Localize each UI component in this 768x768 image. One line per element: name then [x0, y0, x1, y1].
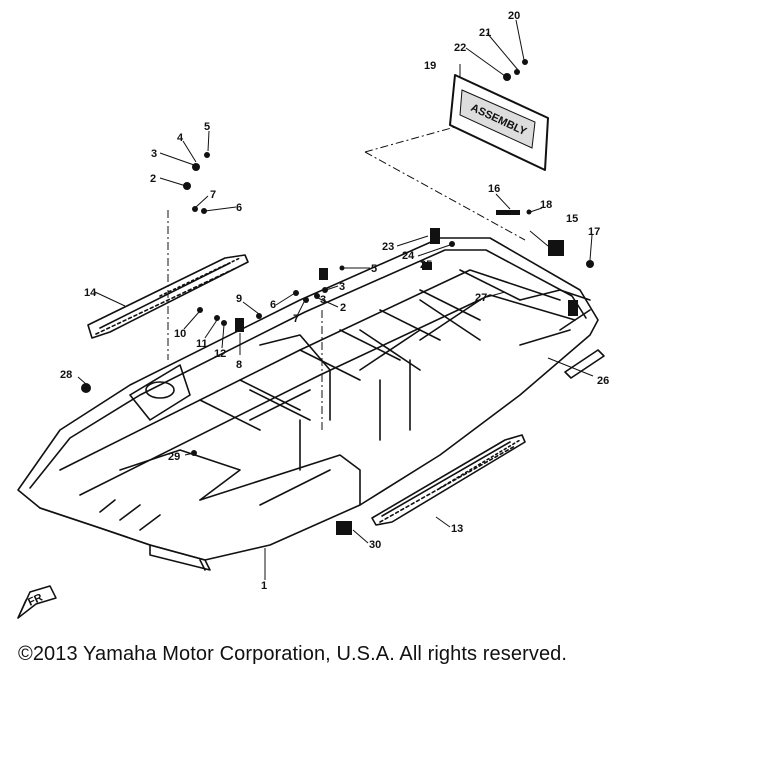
fasteners: [81, 59, 594, 535]
callout-23: 23: [382, 241, 394, 253]
rear-emblem-26: [564, 349, 605, 379]
callout-labels: 1 2 2 3 3 3 4 5 5 6 6 7 7 8 9 10 11 12 1…: [60, 10, 609, 592]
callout-6a: 6: [236, 202, 242, 214]
callout-14: 14: [84, 287, 97, 299]
exploded-parts-diagram: ASSEMBLY: [17, 10, 609, 619]
callout-5b: 5: [371, 263, 377, 275]
callout-2b: 2: [340, 302, 346, 314]
callout-3a: 3: [151, 148, 157, 160]
callout-3b: 3: [339, 281, 345, 293]
callout-10: 10: [174, 328, 186, 340]
rear-nameplate-19: ASSEMBLY: [449, 74, 549, 171]
running-board-13: [371, 434, 526, 526]
callout-12: 12: [214, 348, 226, 360]
running-board-14: [87, 254, 249, 339]
leader-lines: [77, 19, 594, 580]
callout-9: 9: [236, 293, 242, 305]
callout-25: 25: [420, 259, 432, 271]
callout-28: 28: [60, 369, 72, 381]
callout-19: 19: [424, 60, 436, 72]
callout-7b: 7: [293, 313, 299, 325]
callout-7a: 7: [210, 189, 216, 201]
copyright-notice: ©2013 Yamaha Motor Corporation, U.S.A. A…: [18, 643, 568, 665]
callout-3c: 3: [320, 294, 326, 306]
callout-2a: 2: [150, 173, 156, 185]
rear-vent: [568, 300, 578, 316]
hull-frame: [17, 237, 599, 571]
callout-27: 27: [475, 292, 487, 304]
callout-21: 21: [479, 27, 491, 39]
callout-30: 30: [369, 539, 381, 551]
front-direction-arrow-icon: FR: [17, 585, 57, 619]
callout-17: 17: [588, 226, 600, 238]
callout-24: 24: [402, 250, 415, 262]
callout-20: 20: [508, 10, 520, 22]
callout-11: 11: [196, 338, 208, 350]
callout-8: 8: [236, 359, 242, 371]
callout-6b: 6: [270, 299, 276, 311]
front-arrow-label: FR: [26, 592, 44, 609]
callout-13: 13: [451, 523, 463, 535]
callout-18: 18: [540, 199, 552, 211]
callout-1: 1: [261, 580, 267, 592]
callout-26: 26: [597, 375, 609, 387]
callout-29: 29: [168, 451, 180, 463]
callout-15: 15: [566, 213, 578, 225]
callout-22: 22: [454, 42, 466, 54]
callout-4: 4: [177, 132, 184, 144]
callout-5a: 5: [204, 121, 210, 133]
callout-16: 16: [488, 183, 500, 195]
